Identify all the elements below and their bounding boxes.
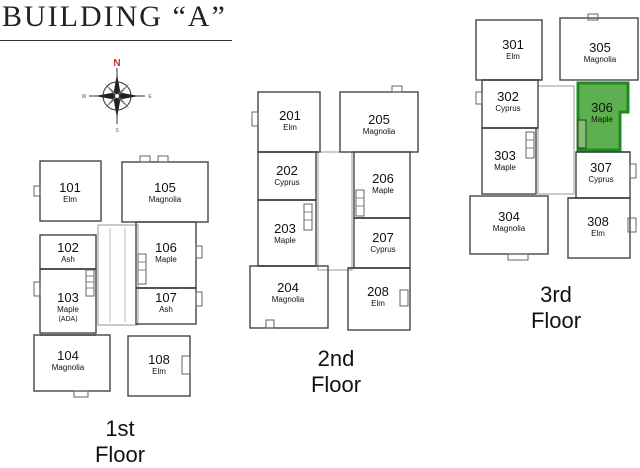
unit-204-number: 204 <box>277 280 299 295</box>
unit-303-type: Maple <box>494 163 516 172</box>
unit-207-type: Cyprus <box>370 245 395 254</box>
floor-label-line1: 2nd <box>317 346 355 371</box>
unit-304-type: Magnolia <box>493 224 526 233</box>
unit-306-outline <box>576 81 630 152</box>
unit-202-type: Cyprus <box>274 178 299 187</box>
unit-103-sublabel: (ADA) <box>58 316 77 323</box>
unit-103-number: 103 <box>57 290 79 305</box>
floor-label-line1: 3rd <box>540 282 572 307</box>
unit-104-outline <box>33 334 111 392</box>
unit-305-number: 305 <box>589 40 611 55</box>
compass-east-label: E <box>148 94 152 100</box>
unit-108-number: 108 <box>148 352 170 367</box>
unit-203-number: 203 <box>274 221 296 236</box>
unit-102-type: Ash <box>61 255 75 264</box>
unit-105-type: Magnolia <box>149 195 182 204</box>
unit-107-type: Ash <box>159 305 173 314</box>
unit-305-outline <box>559 17 639 81</box>
floor-label-2nd: 2nd Floor <box>296 346 376 398</box>
unit-201-type: Elm <box>283 123 297 132</box>
unit-207-number: 207 <box>372 230 394 245</box>
unit-103-outline <box>39 268 97 334</box>
unit-305-type: Magnolia <box>584 55 617 64</box>
unit-205-type: Magnolia <box>363 127 396 136</box>
unit-206-type: Maple <box>372 186 394 195</box>
unit-308-outline <box>567 197 631 259</box>
unit-306-number: 306 <box>591 100 613 115</box>
compass-south-label: S <box>115 128 119 134</box>
compass-north-label: N <box>113 58 120 69</box>
unit-301-type: Elm <box>506 52 520 61</box>
unit-308-type: Elm <box>591 229 605 238</box>
unit-302-number: 302 <box>497 89 519 104</box>
unit-208-type: Elm <box>371 299 385 308</box>
unit-208-number: 208 <box>367 284 389 299</box>
compass-rose-icon <box>89 68 145 124</box>
building-title: BUILDING “A” <box>2 0 227 33</box>
floor-label-line2: Floor <box>94 442 146 467</box>
unit-104-type: Magnolia <box>52 363 85 372</box>
unit-308-number: 308 <box>587 214 609 229</box>
floor-label-line1: 1st <box>105 416 135 441</box>
unit-107-number: 107 <box>155 290 177 305</box>
unit-205-number: 205 <box>368 112 390 127</box>
unit-108-type: Elm <box>152 367 166 376</box>
floor-label-line2: Floor <box>310 372 362 397</box>
floor-label-1st: 1st Floor <box>80 416 160 468</box>
unit-106-type: Maple <box>155 255 177 264</box>
floor-label-3rd: 3rd Floor <box>516 282 596 334</box>
unit-306-type: Maple <box>591 115 613 124</box>
unit-101-type: Elm <box>63 195 77 204</box>
unit-204-type: Magnolia <box>272 295 305 304</box>
unit-201-number: 201 <box>279 108 301 123</box>
unit-303-outline <box>481 127 537 195</box>
unit-202-number: 202 <box>276 163 298 178</box>
unit-301-number: 301 <box>502 37 524 52</box>
unit-104-number: 104 <box>57 348 79 363</box>
unit-101-number: 101 <box>59 180 81 195</box>
unit-labels: 101Elm102Ash103Maple(ADA)104Magnolia105M… <box>52 37 617 376</box>
unit-304-number: 304 <box>498 209 520 224</box>
unit-302-type: Cyprus <box>495 104 520 113</box>
unit-206-number: 206 <box>372 171 394 186</box>
unit-307-number: 307 <box>590 160 612 175</box>
unit-204-outline <box>249 265 329 329</box>
unit-203-type: Maple <box>274 236 296 245</box>
unit-103-type: Maple <box>57 305 79 314</box>
unit-303-number: 303 <box>494 148 516 163</box>
floor-label-line2: Floor <box>530 308 582 333</box>
building-title-bar: BUILDING “A” <box>0 0 232 41</box>
unit-307-type: Cyprus <box>588 175 613 184</box>
unit-208-outline <box>347 267 411 331</box>
unit-102-number: 102 <box>57 240 79 255</box>
unit-106-number: 106 <box>155 240 177 255</box>
compass-west-label: W <box>82 94 87 100</box>
unit-105-number: 105 <box>154 180 176 195</box>
